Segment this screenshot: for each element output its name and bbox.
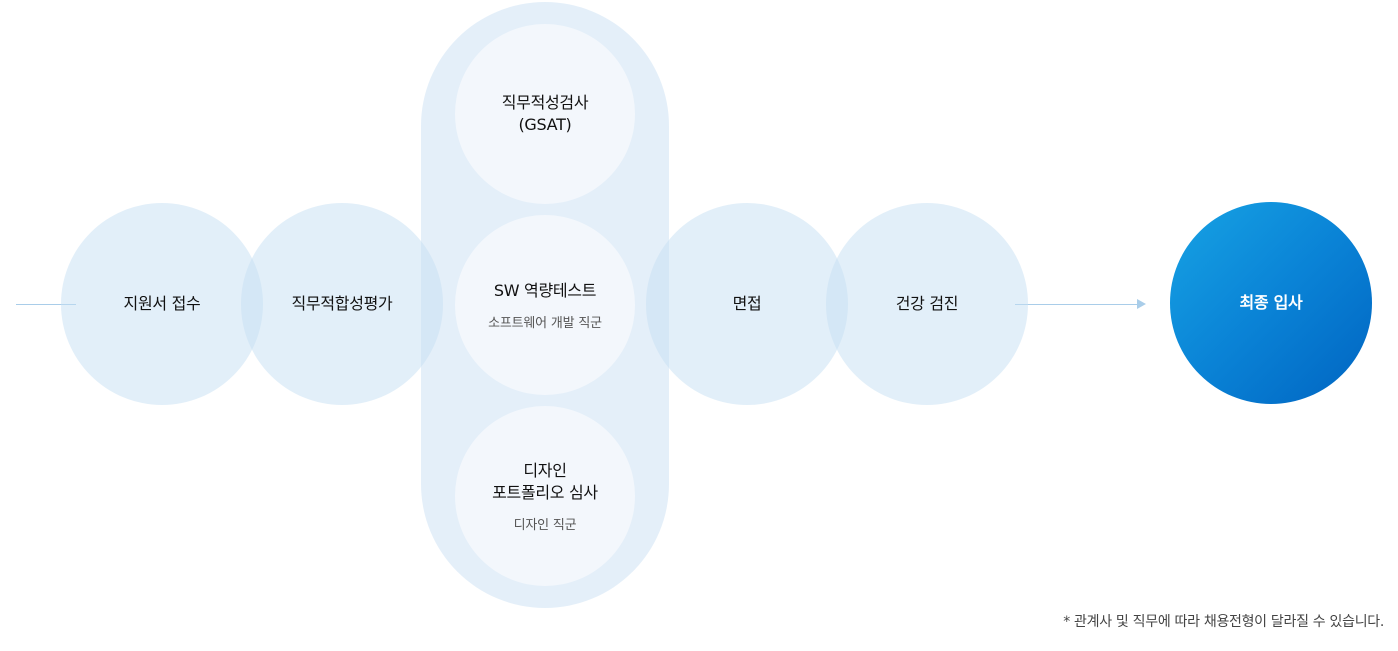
step-gsat-label-line1: 직무적성검사 — [501, 93, 589, 112]
step-job-fit: 직무적합성평가 — [241, 203, 443, 405]
step-health-check: 건강 검진 — [826, 203, 1028, 405]
step-interview-label: 면접 — [732, 294, 762, 313]
step-sw-test: SW 역량테스트 소프트웨어 개발 직군 — [455, 215, 635, 395]
flow-line-start — [16, 304, 76, 305]
step-gsat-label-line2: (GSAT) — [518, 115, 572, 134]
step-sw-test-label: SW 역량테스트 — [493, 280, 597, 300]
step-application-label: 지원서 접수 — [123, 294, 201, 313]
step-design-sublabel: 디자인 직군 — [513, 517, 577, 533]
step-gsat: 직무적성검사 (GSAT) — [455, 24, 635, 204]
step-final-hire-label: 최종 입사 — [1239, 293, 1303, 312]
step-application: 지원서 접수 — [61, 203, 263, 405]
step-sw-test-sublabel: 소프트웨어 개발 직군 — [488, 315, 602, 331]
process-footnote: * 관계사 및 직무에 따라 채용전형이 달라질 수 있습니다. — [1063, 614, 1384, 630]
flow-line-end — [1015, 304, 1137, 305]
step-design-label-line1: 디자인 — [523, 460, 567, 480]
step-health-check-label: 건강 검진 — [895, 294, 959, 313]
step-job-fit-label: 직무적합성평가 — [291, 294, 393, 313]
step-design-label-line2: 포트폴리오 심사 — [492, 482, 598, 502]
step-design-portfolio: 디자인 포트폴리오 심사 디자인 직군 — [455, 406, 635, 586]
step-interview: 면접 — [646, 203, 848, 405]
step-final-hire: 최종 입사 — [1170, 202, 1372, 404]
flow-arrowhead — [1137, 299, 1146, 309]
